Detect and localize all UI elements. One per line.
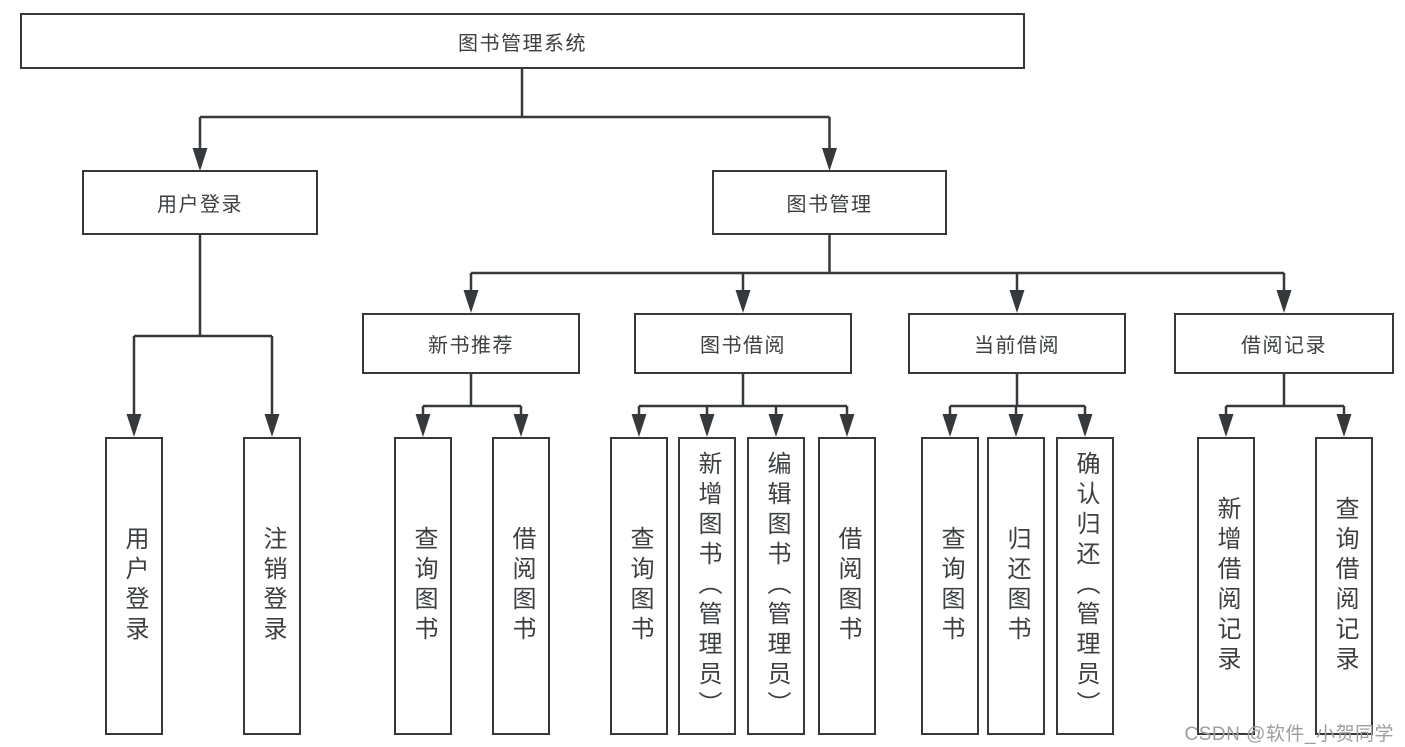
node-library-management-system: 图书管理系统	[20, 13, 1025, 69]
node-label: 借阅记录	[1241, 335, 1327, 357]
csdn-watermark: CSDN @软件_小贺同学	[1184, 724, 1394, 745]
leaf-user-login: 用户登录	[105, 437, 163, 735]
leaf-label: 用户登录	[121, 526, 148, 646]
node-borrowing-records: 借阅记录	[1174, 313, 1394, 374]
node-book-borrowing: 图书借阅	[634, 313, 852, 374]
leaf-nbr-query-books: 查询图书	[394, 437, 452, 735]
node-current-borrowing: 当前借阅	[908, 313, 1126, 374]
leaf-label: 确认归还（管理员）	[1072, 451, 1099, 721]
node-label: 当前借阅	[974, 335, 1060, 357]
leaf-nbr-borrow-books: 借阅图书	[492, 437, 550, 735]
leaf-label: 注销登录	[259, 526, 286, 646]
node-label: 图书管理系统	[458, 32, 587, 55]
node-new-book-recommendation: 新书推荐	[362, 313, 580, 374]
leaf-logout: 注销登录	[243, 437, 301, 735]
leaf-label: 查询借阅记录	[1331, 496, 1358, 676]
node-label: 用户登录	[157, 194, 243, 216]
node-label: 新书推荐	[428, 335, 514, 357]
leaf-bb-edit-book-admin: 编辑图书（管理员）	[747, 437, 805, 735]
leaf-label: 归还图书	[1003, 526, 1030, 646]
node-label: 图书管理	[786, 194, 873, 216]
node-book-management: 图书管理	[712, 170, 947, 235]
leaf-label: 编辑图书（管理员）	[763, 451, 790, 721]
node-user-login: 用户登录	[82, 170, 318, 235]
node-label: 图书借阅	[700, 335, 786, 357]
leaf-label: 新增图书（管理员）	[694, 451, 721, 721]
leaf-label: 查询图书	[410, 526, 437, 646]
leaf-bb-add-book-admin: 新增图书（管理员）	[678, 437, 736, 735]
leaf-br-query-borrow-record: 查询借阅记录	[1315, 437, 1373, 735]
leaf-label: 查询图书	[937, 526, 964, 646]
leaf-cb-confirm-return-admin: 确认归还（管理员）	[1056, 437, 1114, 735]
leaf-label: 新增借阅记录	[1213, 496, 1240, 676]
leaf-cb-query-books: 查询图书	[921, 437, 979, 735]
leaf-cb-return-books: 归还图书	[987, 437, 1045, 735]
leaf-bb-query-books: 查询图书	[610, 437, 668, 735]
leaf-label: 借阅图书	[834, 526, 861, 646]
leaf-br-add-borrow-record: 新增借阅记录	[1197, 437, 1255, 735]
leaf-label: 查询图书	[626, 526, 653, 646]
leaf-label: 借阅图书	[508, 526, 535, 646]
leaf-bb-borrow-books: 借阅图书	[818, 437, 876, 735]
